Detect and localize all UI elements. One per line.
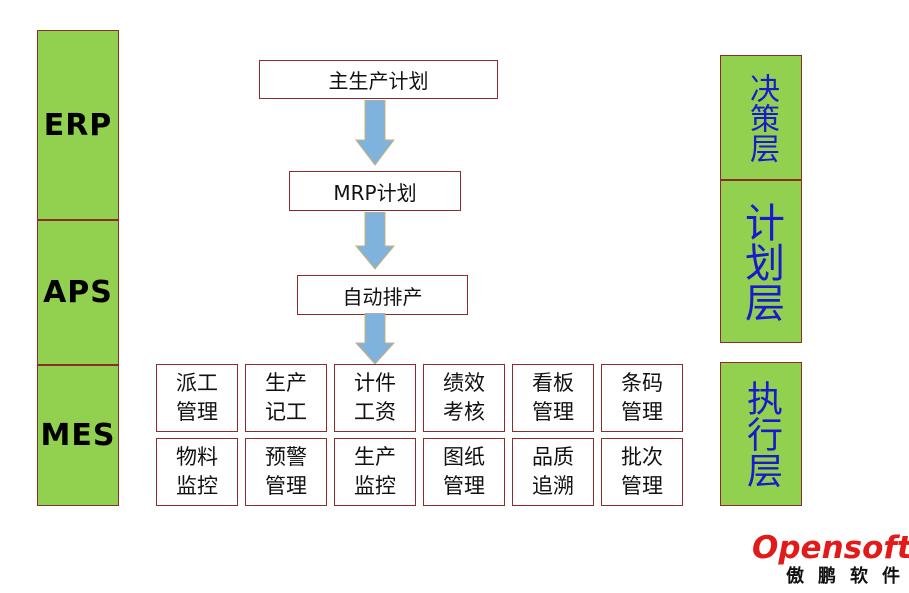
down-arrow-2 [355,212,395,270]
module-alert-management: 预警管理 [245,438,327,506]
flow-master-production-plan-label: 主生产计划 [328,69,429,93]
logo-brand-text: Opensoft [752,530,909,566]
layer-planning-label: 计划层 [738,201,784,322]
module-label: 生产监控 [354,445,396,498]
flow-auto-scheduling: 自动排产 [297,275,468,315]
module-label: 品质追溯 [532,445,574,498]
module-barcode-management: 条码管理 [601,364,683,432]
module-drawing-management: 图纸管理 [423,438,505,506]
flow-auto-scheduling-label: 自动排产 [342,284,423,309]
module-label: 预警管理 [265,445,307,498]
module-label: 派工管理 [176,371,218,424]
module-label: 计件工资 [354,371,396,424]
module-production-recording: 生产记工 [245,364,327,432]
layer-aps: APS [37,220,119,365]
module-kanban-management: 看板管理 [512,364,594,432]
layer-mes-label: MES [40,418,116,453]
flow-master-production-plan: 主生产计划 [259,60,498,99]
layer-planning: 计划层 [720,180,802,343]
down-arrow-3 [355,313,395,365]
layer-decision: 决策层 [720,55,802,180]
layer-execution-label: 执行层 [741,380,782,488]
module-production-monitoring: 生产监控 [334,438,416,506]
layer-aps-label: APS [43,275,113,310]
module-label: 绩效考核 [443,371,485,424]
module-label: 图纸管理 [443,445,485,498]
module-dispatch-management: 派工管理 [156,364,238,432]
down-arrow-1 [355,100,395,166]
module-label: 物料监控 [176,445,218,498]
module-performance-review: 绩效考核 [423,364,505,432]
module-piecework-wages: 计件工资 [334,364,416,432]
module-material-monitoring: 物料监控 [156,438,238,506]
module-batch-management: 批次管理 [601,438,683,506]
logo-chinese-name: 傲鹏软件 [786,566,909,587]
module-label: 条码管理 [621,371,663,424]
layer-erp-label: ERP [43,107,113,143]
layer-execution: 执行层 [720,362,802,506]
flow-mrp-plan-label: MRP计划 [333,180,417,205]
layer-mes: MES [37,365,119,506]
company-logo: Opensoft 傲鹏软件 [752,530,909,588]
module-label: 批次管理 [621,445,663,498]
layer-erp: ERP [37,30,119,220]
layer-decision-label: 决策层 [744,72,779,163]
module-quality-traceability: 品质追溯 [512,438,594,506]
flow-mrp-plan: MRP计划 [289,171,461,211]
module-label: 生产记工 [265,371,307,424]
module-label: 看板管理 [532,371,574,424]
